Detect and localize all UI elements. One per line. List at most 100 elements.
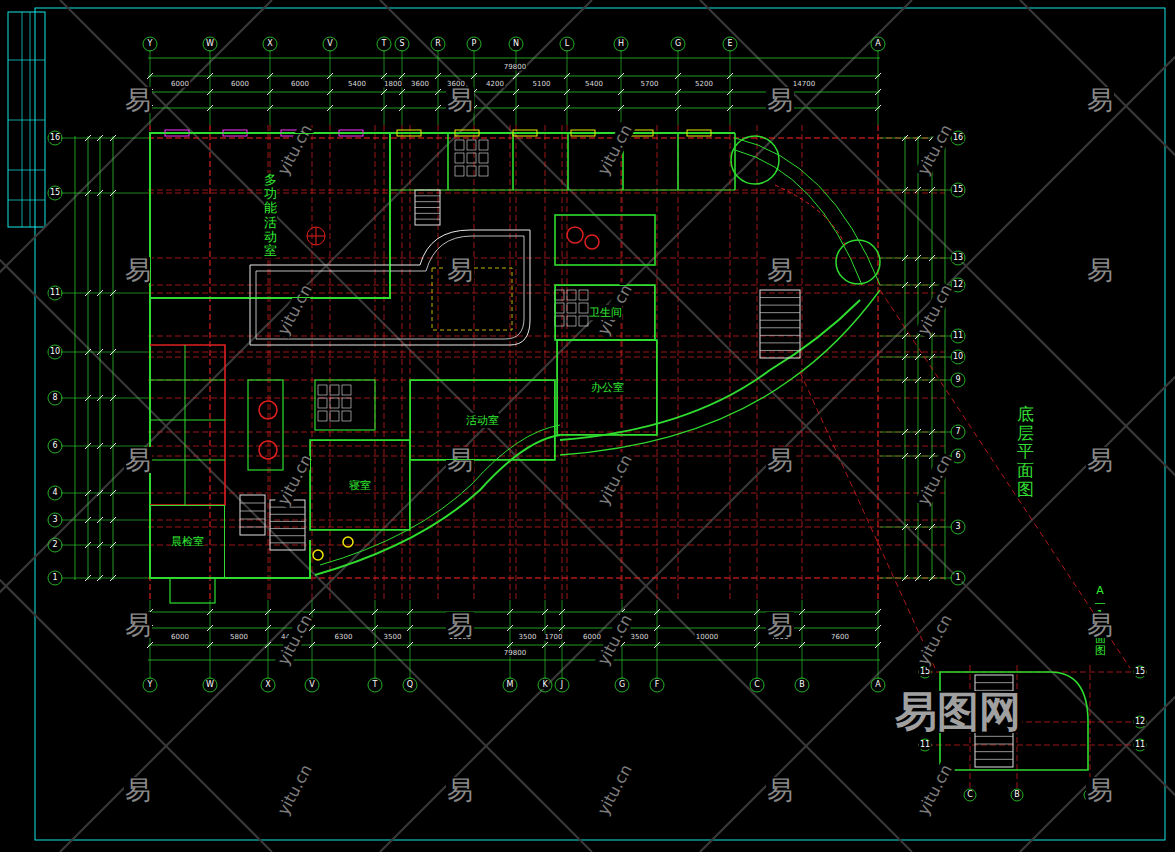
curved-wall (560, 290, 880, 455)
dimension-tick (929, 453, 935, 459)
dimension-text: 5100 (532, 81, 552, 88)
axis-extension (880, 527, 952, 528)
axis-label: 16 (49, 134, 61, 142)
axis-bubble (750, 678, 764, 692)
dimension-tick (372, 642, 378, 648)
axis-label: B (798, 681, 806, 689)
dimension-tick (902, 354, 908, 360)
watermark-line (700, 0, 1175, 852)
dimension-tick (265, 642, 271, 648)
axis-bubble (403, 678, 417, 692)
dimension-tick (654, 625, 660, 631)
axis-extension (678, 50, 679, 125)
axis-bubble (368, 678, 382, 692)
axis-line (878, 125, 879, 600)
dimension-tick (875, 625, 881, 631)
dimension-tick (654, 609, 660, 615)
axis-label: 4 (51, 489, 58, 497)
dimension-tick (85, 542, 91, 548)
axis-bubble (48, 345, 62, 359)
axis-label: 1 (51, 574, 58, 582)
axis-bubble (203, 678, 217, 692)
watermark-line (0, 0, 592, 852)
sanitary-fixture (567, 316, 576, 326)
axis-line (878, 125, 879, 600)
axis-line (148, 545, 945, 546)
axis-extension (61, 545, 148, 546)
stair-tread (240, 511, 265, 512)
axis-label: Y (147, 681, 154, 689)
axis-bubble (951, 373, 965, 387)
watermark: 易 (446, 447, 474, 473)
sanitary-fixture (555, 290, 564, 300)
dimension-tick (915, 354, 921, 360)
watermark: 易 (124, 447, 152, 473)
axis-bubble (951, 520, 965, 534)
axis-label: S (398, 40, 405, 48)
title-strip (8, 12, 45, 227)
window (571, 130, 595, 136)
axis-label: G (674, 40, 682, 48)
entrance-steps (170, 578, 215, 603)
dimension-tick (727, 105, 733, 111)
axis-line (402, 125, 403, 600)
curved-wall (315, 435, 560, 575)
window (513, 130, 537, 136)
tree-symbol (585, 235, 599, 249)
stair-tread (270, 521, 305, 522)
axis-label: M (506, 681, 515, 689)
watermark: 易 (766, 777, 794, 803)
axis-label: C (753, 681, 761, 689)
column-symbol (316, 227, 317, 245)
sanitary-fixture (330, 398, 339, 408)
dimension-tick (85, 443, 91, 449)
axis-label: V (308, 681, 315, 689)
dimension-line (148, 660, 880, 661)
axis-label: 16 (952, 134, 964, 142)
dimension-tick (309, 609, 315, 615)
dimension-tick (265, 609, 271, 615)
dimension-line (148, 58, 880, 59)
axis-extension (880, 357, 952, 358)
axis-line (474, 125, 475, 600)
dimension-tick (727, 73, 733, 79)
stair-tread (760, 335, 800, 336)
watermark-line (700, 0, 1175, 852)
dimension-text: 6000 (290, 81, 310, 88)
dimension-tick (513, 73, 519, 79)
dimension-tick (97, 575, 103, 581)
stair-tread (760, 342, 800, 343)
dimension-tick (902, 377, 908, 383)
axis-line (330, 125, 331, 600)
axis-bubble (467, 37, 481, 51)
courtyard (256, 236, 524, 339)
dimension-text: 6000 (582, 634, 602, 641)
axis-label: G (618, 681, 626, 689)
axis-bubble (203, 37, 217, 51)
dimension-tick (559, 625, 565, 631)
watermark: 易 (766, 612, 794, 638)
axis-bubble (1011, 789, 1023, 801)
axis-line (148, 493, 945, 494)
dimension-tick (754, 625, 760, 631)
watermark: 易 (766, 447, 794, 473)
sanitary-fixture (567, 290, 576, 300)
axis-bubble (48, 131, 62, 145)
axis-bubble (951, 425, 965, 439)
dimension-tick (207, 89, 213, 95)
dimension-tick (915, 453, 921, 459)
stair-tread (270, 542, 305, 543)
axis-line (516, 125, 517, 600)
stair-tread (415, 207, 440, 208)
dimension-tick (265, 625, 271, 631)
dimension-tick (435, 73, 441, 79)
axis-bubble (48, 186, 62, 200)
axis-bubble (509, 37, 523, 51)
dimension-text: 5400 (584, 81, 604, 88)
axis-extension (61, 352, 148, 353)
axis-bubble (261, 678, 275, 692)
axis-bubble (951, 251, 965, 265)
watermark: 易 (766, 87, 794, 113)
plan-title: 底层平面图 (1016, 405, 1035, 498)
axis-line (148, 285, 945, 286)
